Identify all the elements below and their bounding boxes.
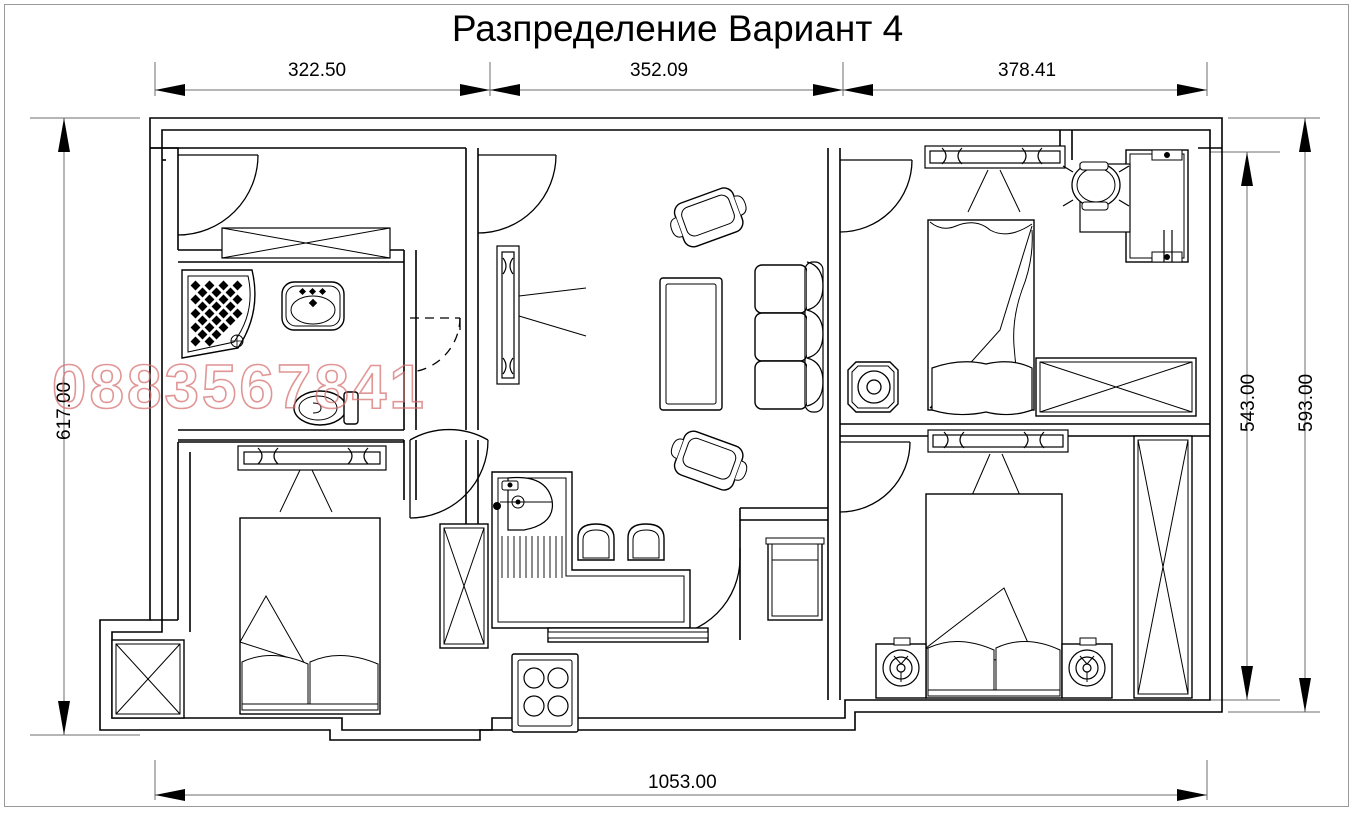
kitchen-furniture	[491, 471, 825, 733]
bedroom-top-right-furniture	[847, 149, 1197, 417]
dimension-top-3: 378.41	[998, 60, 1057, 81]
radiators	[257, 147, 1045, 513]
page-title: Разпределение Вариант 4	[451, 8, 904, 49]
shower-tile-pattern	[190, 280, 243, 347]
dimension-top-1: 322.50	[288, 60, 347, 81]
page-border	[4, 4, 1349, 807]
bedroom-left-furniture	[111, 517, 489, 719]
bedroom-bottom-right-furniture	[875, 435, 1193, 699]
dimension-bottom-total: 1053.00	[648, 772, 717, 793]
dimension-top-2: 352.09	[630, 60, 689, 81]
living-room-furniture	[659, 187, 824, 491]
bathroom-fixtures	[181, 269, 359, 426]
